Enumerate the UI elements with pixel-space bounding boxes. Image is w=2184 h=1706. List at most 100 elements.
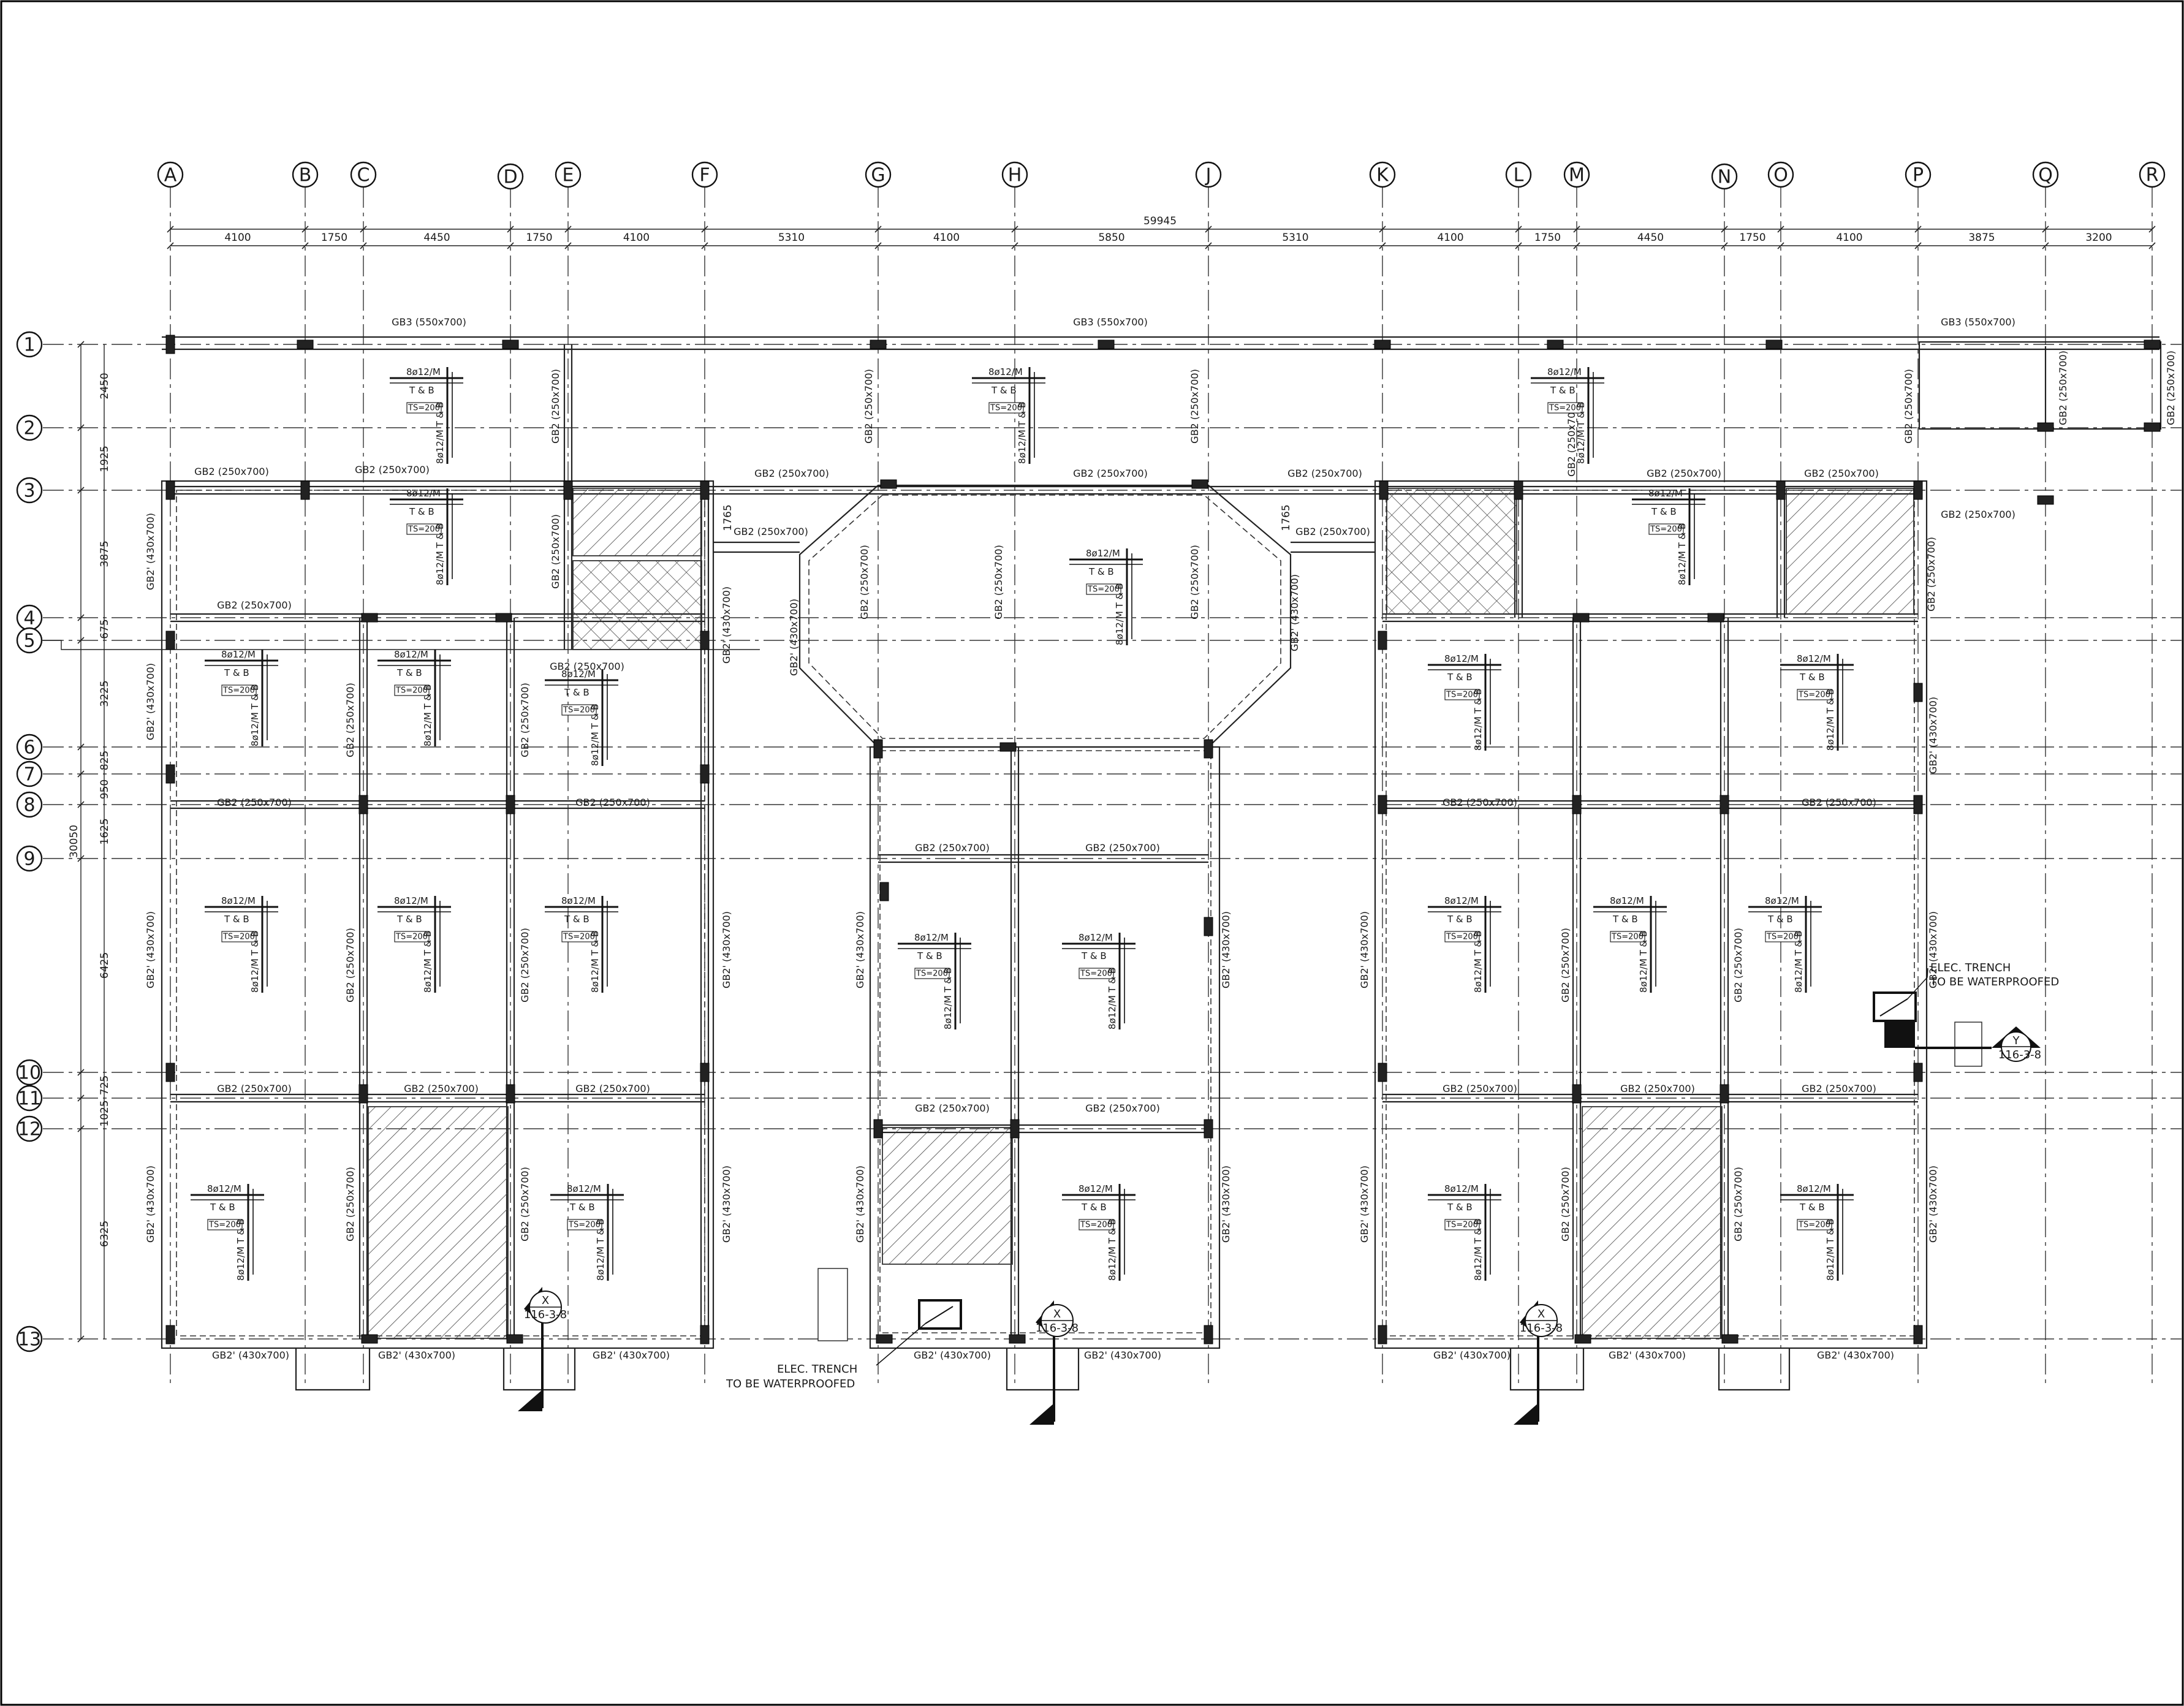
col-spacing-dim: 4450 — [423, 232, 450, 244]
dim-tick — [77, 743, 85, 751]
beam-label-gb2: GB2 (250x700) — [1647, 468, 1721, 479]
grid-label-P: P — [1913, 165, 1924, 186]
rebar-vertical-text: 8ø12/M T & B — [249, 684, 260, 746]
column-stub — [2037, 495, 2054, 505]
beam-label-gb2: GB2 (250x700) — [404, 1083, 479, 1094]
column-stub — [1204, 739, 1213, 759]
column-stub — [1514, 480, 1523, 500]
grid-label-7: 7 — [23, 764, 35, 786]
beam-label-gb2: GB2 (250x700) — [859, 545, 870, 620]
grid-label-9: 9 — [23, 849, 35, 870]
grid-bubble-B — [292, 161, 319, 188]
ts-text: TS=200 — [563, 706, 595, 715]
column-stub — [1572, 795, 1582, 814]
grid-label-12: 12 — [18, 1119, 41, 1140]
grid-bubble-F — [691, 161, 718, 188]
rebar-vertical-text: 8ø12/M T & B — [1825, 689, 1836, 751]
column-stub — [563, 480, 573, 500]
beam-label-gb2p: GB2' (430x700) — [1220, 1166, 1232, 1243]
dim-tick — [1777, 226, 1784, 233]
hatched-slab-area — [572, 560, 702, 650]
col-spacing-dim: 4100 — [1437, 232, 1463, 244]
beam-label-gb2: GB2 (250x700) — [550, 514, 561, 589]
stair-core-inner — [808, 495, 1281, 739]
grid-bubble-A — [157, 161, 184, 188]
dim-tick — [77, 855, 85, 862]
column-stub — [358, 795, 368, 814]
grid-label-11: 11 — [18, 1088, 41, 1110]
ts-text: TS=200 — [1080, 1221, 1112, 1230]
beam-label-gb2: GB2 (250x700) — [1566, 402, 1577, 477]
column-stub — [1374, 339, 1391, 349]
rebar-layer-text: T & B — [991, 385, 1017, 396]
column-stub — [1378, 631, 1387, 650]
grid-bubble-G — [865, 161, 892, 188]
ts-box — [1444, 689, 1480, 700]
dim-tick — [1205, 226, 1212, 233]
dim-tick — [2042, 226, 2049, 233]
section-ref: 116-3-8 — [524, 1308, 567, 1321]
beam-label-gb2: GB2 (250x700) — [550, 661, 624, 672]
rebar-vertical-text: 8ø12/M T & B — [1107, 968, 1118, 1029]
row-spacing-dim: 1925 — [99, 445, 111, 472]
grid-label-B: B — [299, 165, 312, 186]
rebar-layer-text: T & B — [224, 667, 249, 678]
dim-tick — [1011, 242, 1018, 249]
column-stub — [1204, 1119, 1213, 1139]
ts-text: TS=200 — [1650, 525, 1682, 534]
row-spacing-dim: 950 — [99, 779, 111, 799]
stair-offset-dim: 1765 — [722, 504, 734, 531]
col-spacing-dim: 4100 — [1836, 232, 1862, 244]
grid-bubble-2 — [16, 414, 43, 441]
beam-label-gb2p: GB2' (430x700) — [1289, 574, 1300, 651]
rebar-layer-text: T & B — [1081, 1202, 1107, 1213]
rebar-main-text: 8ø12/M — [561, 895, 596, 906]
rebar-vertical-text: 8ø12/M T & B — [1473, 1219, 1484, 1281]
column-stub — [506, 795, 515, 814]
beam-label-gb2p: GB2' (430x700) — [788, 599, 800, 676]
dim-tick — [874, 242, 882, 249]
dim-tick — [77, 341, 85, 348]
section-ref: 116-3-8 — [1998, 1048, 2041, 1061]
dim-tick — [77, 424, 85, 431]
beam-label-gb2: GB2 (250x700) — [754, 468, 829, 479]
row-spacing-dim: 2450 — [99, 373, 111, 399]
beam-label-gb2: GB2 (250x700) — [915, 1102, 990, 1114]
column-stub — [165, 480, 175, 500]
rebar-layer-text: T & B — [1550, 385, 1575, 396]
beam-label-gb2p: GB2' (430x700) — [1817, 1349, 1894, 1361]
rebar-main-text: 8ø12/M — [1648, 488, 1683, 499]
beam-label-gb2p: GB2' (430x700) — [1359, 911, 1370, 988]
column-stub — [1191, 479, 1208, 489]
rebar-vertical-text: 8ø12/M T & B — [434, 523, 446, 585]
beam-label-gb2: GB2 (250x700) — [2165, 351, 2177, 425]
stair-offset-dim: 1765 — [1280, 504, 1292, 531]
grid-bubble-O — [1767, 161, 1794, 188]
rebar-main-text: 8ø12/M — [567, 1183, 601, 1194]
ts-box — [914, 968, 950, 979]
col-spacing-dim: 5310 — [778, 232, 805, 244]
beam-label-gb2: GB2 (250x700) — [1560, 928, 1571, 1003]
ts-text: TS=200 — [408, 525, 440, 534]
beam-label-gb2: GB2 (250x700) — [1804, 468, 1879, 479]
dim-tick — [507, 242, 514, 249]
rebar-layer-text: T & B — [1447, 914, 1473, 925]
rebar-layer-text: T & B — [1088, 566, 1114, 577]
rebar-main-text: 8ø12/M — [561, 669, 596, 680]
grid-label-N: N — [1718, 167, 1731, 188]
beam-label-gb2p: GB2' (430x700) — [145, 663, 156, 740]
ts-text: TS=200 — [1446, 1221, 1478, 1230]
rebar-main-text: 8ø12/M — [1797, 1183, 1831, 1194]
grid-bubble-C — [350, 161, 377, 188]
grid-bubble-K — [1369, 161, 1396, 188]
column-stub — [2144, 339, 2161, 349]
column-stub — [700, 764, 710, 784]
ts-text: TS=200 — [1766, 933, 1799, 942]
trench-arrow — [1879, 998, 1908, 1017]
beam-label-gb2: GB2 (250x700) — [2057, 351, 2069, 425]
trench-pit — [817, 1268, 848, 1341]
column-stub — [2144, 422, 2161, 432]
